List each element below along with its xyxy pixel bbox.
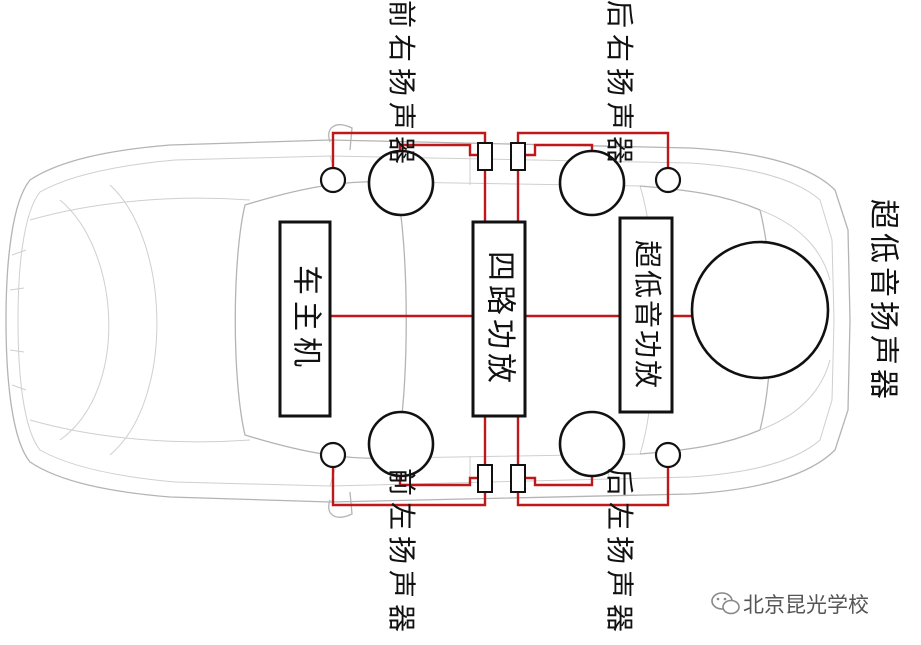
subwoofer-speaker bbox=[690, 240, 830, 380]
head-unit-box bbox=[278, 220, 332, 418]
wire-rear-right-woofer bbox=[526, 143, 594, 157]
wiring bbox=[330, 131, 692, 507]
front-left-woofer bbox=[367, 410, 435, 478]
rear-right-woofer bbox=[558, 149, 626, 217]
four-channel-amp-box bbox=[471, 220, 527, 418]
subwoofer-amp-box bbox=[618, 216, 674, 414]
label-rear-right-speaker: 后右扬声器 bbox=[603, 0, 636, 170]
front-right-woofer bbox=[367, 149, 435, 217]
label-front-right-speaker: 前右扬声器 bbox=[385, 0, 418, 170]
wire-rear-left-woofer bbox=[526, 475, 594, 487]
label-front-left-speaker: 前左扬声器 bbox=[385, 468, 418, 638]
front-left-tweeter bbox=[319, 441, 347, 469]
rear-right-tweeter bbox=[654, 166, 682, 194]
rear-left-woofer bbox=[558, 410, 626, 478]
wire-front-left-tweeter bbox=[331, 466, 487, 507]
wire-front-left-woofer bbox=[398, 475, 478, 487]
head-unit-label: 车主机 bbox=[289, 265, 324, 373]
wire-front-right-woofer bbox=[398, 143, 478, 157]
front-right-crossover bbox=[477, 142, 493, 171]
wire-rear-right-tweeter bbox=[516, 131, 670, 177]
subwoofer-amp-label: 超低音功放 bbox=[631, 240, 664, 390]
wire-front-right-tweeter bbox=[331, 131, 487, 177]
watermark-text: 北京昆光学校 bbox=[743, 593, 869, 617]
wechat-icon bbox=[711, 592, 740, 615]
rear-right-crossover bbox=[510, 142, 526, 171]
label-rear-left-speaker: 后左扬声器 bbox=[603, 468, 636, 638]
rear-left-tweeter bbox=[654, 441, 682, 469]
label-subwoofer-speaker: 超低音扬声器 bbox=[866, 199, 901, 403]
front-right-tweeter bbox=[319, 166, 347, 194]
four-channel-amp-label: 四路功放 bbox=[483, 251, 518, 387]
rear-left-crossover bbox=[510, 464, 526, 493]
wire-rear-left-tweeter bbox=[516, 466, 670, 507]
watermark: 北京昆光学校 bbox=[711, 592, 869, 617]
front-left-crossover bbox=[477, 464, 493, 493]
